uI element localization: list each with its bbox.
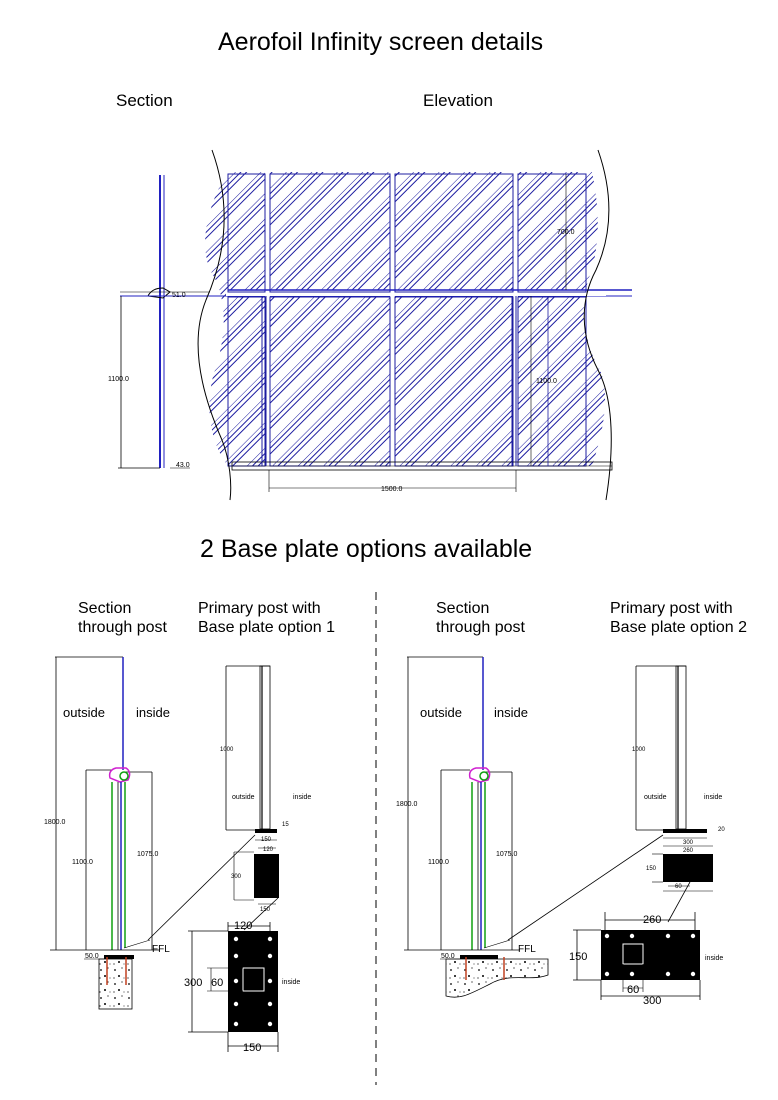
option2-small-260: 260 bbox=[683, 848, 694, 854]
option2-dim-1800: 1800.0 bbox=[396, 801, 418, 808]
option1-section-heading: Section through post bbox=[78, 599, 167, 637]
option1-ffl-label: FFL bbox=[152, 944, 170, 955]
section-label: Section bbox=[116, 91, 173, 110]
option2-small-300: 300 bbox=[683, 840, 694, 846]
option1-post-1000: 1000 bbox=[220, 747, 234, 753]
option2-small-60: 60 bbox=[675, 884, 682, 890]
option1-dim-1100: 1100.0 bbox=[72, 859, 93, 866]
dim-1100-left: 1100.0 bbox=[108, 376, 129, 383]
option2-plate-150: 150 bbox=[569, 951, 587, 963]
option1-section-through-post bbox=[50, 656, 160, 1010]
option1-dim-1800: 1800.0 bbox=[44, 819, 66, 826]
option2-plate-300: 300 bbox=[643, 995, 661, 1007]
heading-line: Base plate option 2 bbox=[610, 619, 747, 636]
elevation-label: Elevation bbox=[423, 91, 493, 110]
option2-plate-60: 60 bbox=[627, 984, 639, 996]
dim-1100-right: 1100.0 bbox=[536, 378, 557, 385]
option1-dim-1075: 1075.0 bbox=[137, 851, 159, 858]
option2-post-heading: Primary post with Base plate option 2 bbox=[610, 599, 747, 637]
option2-outside-label: outside bbox=[420, 705, 462, 720]
option1-plate-inside: inside bbox=[282, 979, 300, 986]
elevation-glass-panels bbox=[205, 172, 632, 471]
option1-base-plate bbox=[188, 922, 279, 1052]
option1-plate-150: 150 bbox=[243, 1042, 261, 1054]
option1-dim-50: 50.0 bbox=[85, 953, 99, 960]
option1-plate-300: 300 bbox=[184, 977, 202, 989]
option2-ffl-label: FFL bbox=[518, 944, 536, 955]
heading-line: through post bbox=[436, 619, 525, 636]
option1-post-outside: outside bbox=[232, 794, 255, 801]
option1-small-120: 120 bbox=[263, 847, 274, 853]
dim-51: 51.0 bbox=[172, 292, 186, 299]
option1-small-15: 15 bbox=[282, 822, 289, 828]
option1-plate-120: 120 bbox=[234, 920, 252, 932]
option2-dim-1075: 1075.0 bbox=[496, 851, 518, 858]
page-title: Aerofoil Infinity screen details bbox=[218, 28, 544, 56]
option2-small-20: 20 bbox=[718, 827, 725, 833]
elevation-dimensions bbox=[268, 174, 567, 492]
dim-43: 43.0 bbox=[176, 462, 190, 469]
option2-plate-inside: inside bbox=[705, 955, 723, 962]
option1-small-150: 150 bbox=[261, 837, 272, 843]
option2-dim-50: 50.0 bbox=[441, 953, 455, 960]
option2-post-outside: outside bbox=[644, 794, 667, 801]
heading-line: Primary post with bbox=[610, 600, 733, 617]
option1-outside-label: outside bbox=[63, 705, 105, 720]
option1-post-inside: inside bbox=[293, 794, 311, 801]
option2-base-plate bbox=[573, 912, 701, 1000]
heading-line: Section bbox=[436, 600, 490, 617]
option1-small-300: 300 bbox=[231, 874, 242, 880]
option2-plate-260: 260 bbox=[643, 914, 661, 926]
dim-1500: 1500.0 bbox=[381, 486, 403, 493]
base-plate-subtitle: 2 Base plate options available bbox=[200, 535, 533, 563]
heading-line: Base plate option 1 bbox=[198, 619, 335, 636]
dim-700: 700.0 bbox=[557, 229, 575, 236]
option1-primary-post bbox=[147, 665, 279, 941]
heading-line: through post bbox=[78, 619, 167, 636]
option1-small-150b: 150 bbox=[260, 907, 271, 913]
option2-inside-label: inside bbox=[494, 705, 528, 720]
option2-dim-1100: 1100.0 bbox=[428, 859, 449, 866]
option1-plate-60: 60 bbox=[211, 977, 223, 989]
option2-section-through-post bbox=[404, 656, 549, 998]
option2-primary-post bbox=[507, 665, 713, 941]
option1-post-heading: Primary post with Base plate option 1 bbox=[198, 599, 335, 637]
option2-small-150: 150 bbox=[646, 866, 657, 872]
heading-line: Primary post with bbox=[198, 600, 321, 617]
option2-section-heading: Section through post bbox=[436, 599, 525, 637]
elevation-break-lines bbox=[197, 149, 612, 501]
heading-line: Section bbox=[78, 600, 132, 617]
option1-inside-label: inside bbox=[136, 705, 170, 720]
option2-post-inside: inside bbox=[704, 794, 722, 801]
option2-post-1000: 1000 bbox=[632, 747, 646, 753]
